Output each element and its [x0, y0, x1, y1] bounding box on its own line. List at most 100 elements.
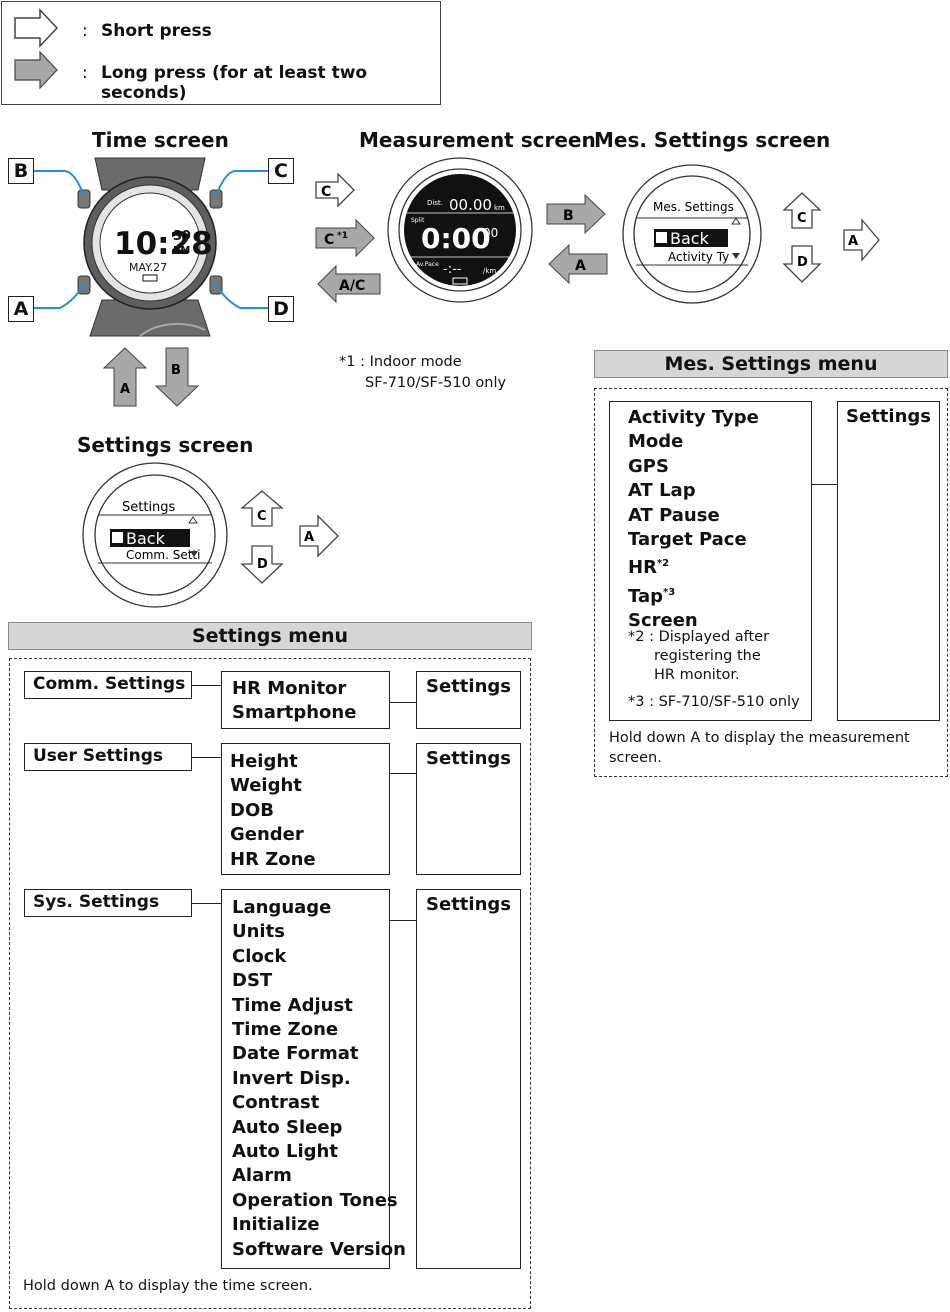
measure-messettings-arrows: B A	[546, 193, 608, 284]
b-long-arrow-icon	[546, 193, 606, 235]
button-c-label: C	[268, 158, 294, 184]
menu-item: Date Format	[232, 1043, 359, 1065]
mes-settings-footer-line1: Hold down A to display the measurement	[609, 730, 910, 746]
a-right-arrow-icon	[299, 514, 339, 558]
menu-item-hr: HR*2	[628, 557, 670, 579]
comm-settings-box: Comm. Settings	[24, 671, 192, 699]
settings-next: Comm. Setti	[126, 548, 200, 562]
settings-header: Settings	[122, 500, 176, 515]
long-press-arrow-icon	[14, 50, 58, 90]
watch-date: MAY.27	[129, 261, 167, 274]
menu-item: DST	[232, 970, 273, 992]
menu-item: AT Lap	[628, 480, 696, 502]
menu-item: Initialize	[232, 1214, 320, 1236]
a-long-arrow-icon	[548, 243, 608, 284]
connector	[191, 685, 221, 686]
split-sub: 00	[483, 226, 498, 240]
footnote-2-line2: registering the	[654, 648, 761, 664]
hr-footnote-mark: *2	[656, 558, 670, 570]
sys-settings-label: Sys. Settings	[33, 892, 160, 912]
comm-items-box: HR Monitor Smartphone	[221, 671, 390, 729]
pace-label: Av.Pace	[416, 261, 439, 268]
c-up-arrow-icon	[782, 192, 822, 229]
b-down-arrow-icon	[154, 347, 200, 407]
menu-item: Target Pace	[628, 529, 747, 551]
legend-arrow-icons	[14, 8, 59, 90]
dist-value: 00.00	[449, 196, 492, 214]
c-short-label: C	[321, 184, 331, 200]
connector	[389, 773, 416, 774]
button-d-label: D	[268, 296, 294, 322]
menu-item: AT Pause	[628, 504, 720, 526]
a-up-label: A	[120, 382, 130, 397]
settings-c-up-label: C	[257, 509, 267, 524]
settings-target-label: Settings	[426, 748, 511, 769]
settings-screen-title: Settings screen	[77, 433, 254, 457]
ac-long-arrow-icon	[317, 264, 381, 304]
menu-item: Auto Light	[232, 1141, 338, 1163]
mes-items-box: Activity Type Mode GPS AT Lap AT Pause T…	[609, 401, 812, 721]
ac-long-label: A/C	[339, 278, 365, 294]
menu-item: Auto Sleep	[232, 1116, 343, 1138]
a-long-label: A	[575, 258, 586, 274]
comm-settings-label: Comm. Settings	[33, 674, 186, 694]
time-screen-title: Time screen	[92, 128, 229, 152]
c-up-label: C	[797, 211, 807, 226]
menu-item-tap: Tap*3	[628, 585, 676, 607]
watch-button-lines	[32, 170, 268, 309]
settings-menu-heading: Settings menu	[8, 622, 532, 650]
button-a-label: A	[8, 296, 34, 322]
user-target-box: Settings	[416, 743, 521, 875]
mes-settings-footer-line2: screen.	[609, 750, 662, 766]
d-down-arrow-icon	[782, 245, 822, 283]
mes-settings-screen-title: Mes. Settings screen	[594, 128, 831, 152]
back-icon	[112, 532, 123, 543]
back-icon	[656, 232, 667, 243]
sys-target-box: Settings	[416, 889, 521, 1269]
menu-item: GPS	[628, 455, 669, 477]
menu-item: Weight	[230, 775, 302, 797]
mes-settings-menu-panel	[594, 388, 948, 777]
menu-item: HR Monitor	[232, 678, 347, 699]
connector	[389, 702, 416, 703]
menu-item: Time Zone	[232, 1019, 339, 1041]
mes-settings-header: Mes. Settings	[653, 200, 734, 214]
menu-item: Software Version	[232, 1238, 406, 1260]
footnote-3: *3 : SF-710/SF-510 only	[628, 694, 800, 710]
menu-item: Invert Disp.	[232, 1067, 351, 1089]
c-long-sup: *1	[337, 231, 348, 241]
mes-settings-selected: Back	[670, 229, 710, 248]
settings-target-label: Settings	[426, 894, 511, 915]
comm-target-box: Settings	[416, 671, 521, 729]
settings-selected: Back	[126, 529, 166, 548]
battery-icon	[452, 277, 468, 285]
settings-target-label: Settings	[846, 406, 931, 427]
menu-item: Language	[232, 897, 332, 918]
mes-settings-nav-arrows: C D A	[782, 192, 880, 283]
watch-ampm: PM	[173, 245, 190, 256]
menu-item: Height	[230, 751, 298, 772]
menu-item: DOB	[230, 799, 274, 821]
mes-target-box: Settings	[837, 401, 940, 721]
split-value: 0:00	[421, 222, 491, 255]
settings-menu-footer: Hold down A to display the time screen.	[23, 1278, 313, 1294]
menu-item: Operation Tones	[232, 1189, 398, 1211]
footnote-2: *2 : Displayed after registering the HR …	[628, 628, 769, 685]
menu-item: Activity Type	[628, 407, 759, 428]
legend-short-press: Short press	[101, 21, 212, 41]
footnote-1-line2: SF-710/SF-510 only	[365, 375, 507, 391]
connector	[191, 757, 221, 758]
footnote-2-line1: *2 : Displayed after	[628, 629, 770, 645]
menu-item: Clock	[232, 945, 287, 967]
menu-item: Units	[232, 921, 285, 943]
footnote-1: *1 : Indoor mode SF-710/SF-510 only	[339, 352, 506, 394]
sys-items-box: Language Units Clock DST Time Adjust Tim…	[221, 889, 406, 1269]
mes-settings-footer: Hold down A to display the measurement s…	[609, 728, 910, 768]
menu-item: HR Zone	[230, 848, 316, 870]
button-b-label: B	[8, 158, 34, 184]
d-down-label: D	[797, 255, 808, 270]
menu-item: Mode	[628, 431, 684, 453]
menu-item: Alarm	[232, 1165, 292, 1187]
c-short-arrow-icon	[315, 172, 355, 208]
b-long-label: B	[563, 208, 574, 224]
